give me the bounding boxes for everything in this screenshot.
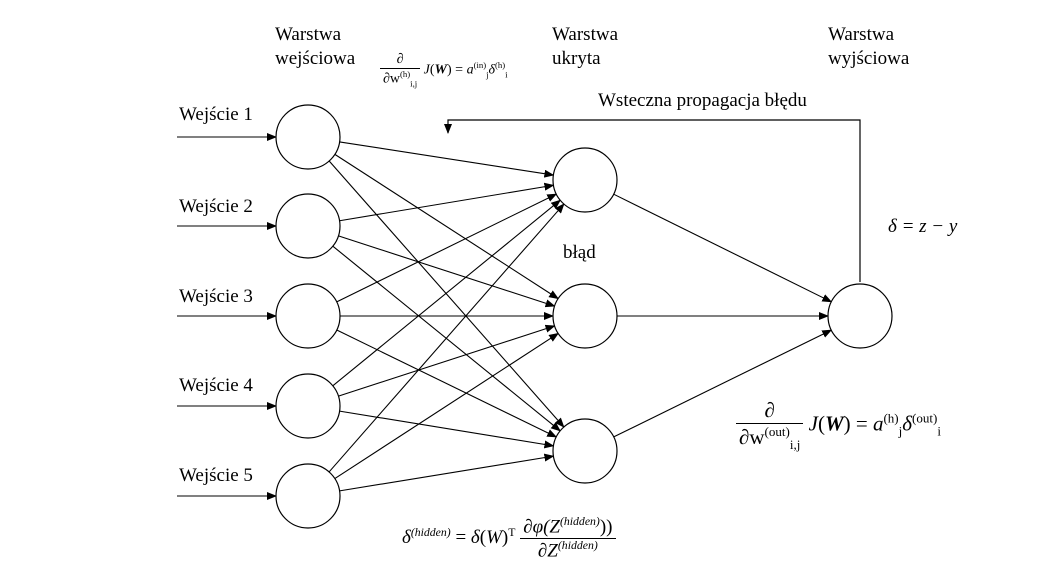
hidden-node-2 xyxy=(552,283,618,349)
connections xyxy=(328,141,833,492)
edge-input-1-hidden-2 xyxy=(334,153,559,300)
output-gradient-delta-sub: i xyxy=(937,423,941,439)
output-gradient-den-sup: (out) xyxy=(764,424,790,439)
backprop-label: Wsteczna propagacja błędu xyxy=(598,90,807,111)
edge-input-2-hidden-2 xyxy=(338,235,556,308)
input-gradient-delta-sup: (h) xyxy=(495,59,506,70)
edge-input-1-hidden-1 xyxy=(339,141,555,178)
hidden-delta-denominator: ∂Z xyxy=(537,540,558,562)
edge-hidden-3-output xyxy=(613,329,833,438)
edge-input-3-hidden-1 xyxy=(336,193,558,303)
input-gradient-den-sup: (h) xyxy=(400,69,411,79)
hidden-layer-title-line2: ukryta xyxy=(552,48,601,69)
hidden-node-1 xyxy=(552,147,618,213)
edge-input-5-hidden-1 xyxy=(328,203,565,473)
input-label-5: Wejście 5 xyxy=(179,465,253,486)
backprop-arrow xyxy=(444,119,861,282)
input-gradient-numerator: ∂ xyxy=(380,52,421,69)
output-gradient-numerator: ∂ xyxy=(736,398,804,424)
output-gradient-function: J xyxy=(808,411,818,436)
output-gradient-denominator: ∂w xyxy=(739,425,765,449)
input-node-1 xyxy=(275,104,341,170)
input-gradient-delta-sub: i xyxy=(505,69,508,80)
edge-input-1-hidden-3 xyxy=(328,160,565,428)
output-gradient-a-sub: j xyxy=(898,423,903,439)
hidden-delta-num-end: )) xyxy=(599,516,613,538)
output-gradient-fraction: ∂ ∂w(out)i,j xyxy=(736,398,804,453)
input-label-4: Wejście 4 xyxy=(179,375,253,396)
edge-hidden-1-output xyxy=(613,193,833,303)
input-gradient-formula: ∂ ∂w(h)i,j J(W) = a(in)jδ(h)i xyxy=(380,52,508,88)
delta-output-formula: δ = z − y xyxy=(888,216,958,237)
output-node xyxy=(827,283,893,349)
hidden-delta-lhs-sup: (hidden) xyxy=(410,525,451,539)
output-gradient-formula: ∂ ∂w(out)i,j J(W) = a(h)jδ(out)i xyxy=(736,398,941,453)
input-node-2 xyxy=(275,193,341,259)
input-layer-title-line1: Warstwa xyxy=(275,24,341,45)
output-layer-title-line2: wyjściowa xyxy=(828,48,910,69)
output-gradient-delta-sup: (out) xyxy=(912,410,938,426)
output-gradient-den-sub: i,j xyxy=(789,437,801,453)
hidden-delta-transpose: T xyxy=(508,525,516,539)
hidden-delta-fraction: ∂φ(Z(hidden))) ∂Z(hidden) xyxy=(520,515,616,563)
input-node-3 xyxy=(275,283,341,349)
output-gradient-a-sup: (h) xyxy=(883,410,899,426)
error-label: błąd xyxy=(563,242,596,263)
input-gradient-den-sub: i,j xyxy=(410,78,418,89)
edge-input-5-hidden-2 xyxy=(334,332,560,480)
input-gradient-argument: W xyxy=(434,62,447,78)
hidden-delta-numerator: ∂φ(Z xyxy=(523,516,560,538)
edge-input-4-hidden-2 xyxy=(338,324,556,397)
edge-input-4-hidden-1 xyxy=(332,199,561,387)
hidden-layer-title-line1: Warstwa xyxy=(552,24,618,45)
input-layer-title-line2: wejściowa xyxy=(275,48,356,69)
edge-input-5-hidden-3 xyxy=(339,453,555,492)
hidden-delta-formula: δ(hidden) = δ(W)T ∂φ(Z(hidden))) ∂Z(hidd… xyxy=(402,515,616,563)
input-label-2: Wejście 2 xyxy=(179,196,253,217)
input-node-5 xyxy=(275,463,341,529)
input-gradient-a-sup: (in) xyxy=(473,59,487,70)
output-layer-title-line1: Warstwa xyxy=(828,24,894,45)
edge-input-4-hidden-3 xyxy=(339,410,555,449)
hidden-delta-num-sup: (hidden) xyxy=(559,515,600,528)
input-arrows xyxy=(177,133,277,500)
edge-input-2-hidden-1 xyxy=(339,182,555,222)
nodes xyxy=(275,104,893,529)
input-label-3: Wejście 3 xyxy=(179,286,253,307)
input-label-1: Wejście 1 xyxy=(179,104,253,125)
hidden-delta-den-sup: (hidden) xyxy=(557,539,598,553)
input-gradient-fraction: ∂ ∂w(h)i,j xyxy=(380,52,421,89)
output-gradient-argument: W xyxy=(824,411,844,436)
hidden-layer-title: Warstwa ukryta xyxy=(552,23,618,71)
input-gradient-denominator: ∂w xyxy=(383,71,401,87)
edge-input-3-hidden-3 xyxy=(336,329,558,438)
input-gradient-function: J xyxy=(423,62,430,78)
hidden-node-3 xyxy=(552,418,618,484)
input-layer-title: Warstwa wejściowa xyxy=(275,23,355,71)
input-gradient-a-sub: j xyxy=(486,69,489,80)
input-node-4 xyxy=(275,373,341,439)
output-layer-title: Warstwa wyjściowa xyxy=(828,23,909,71)
